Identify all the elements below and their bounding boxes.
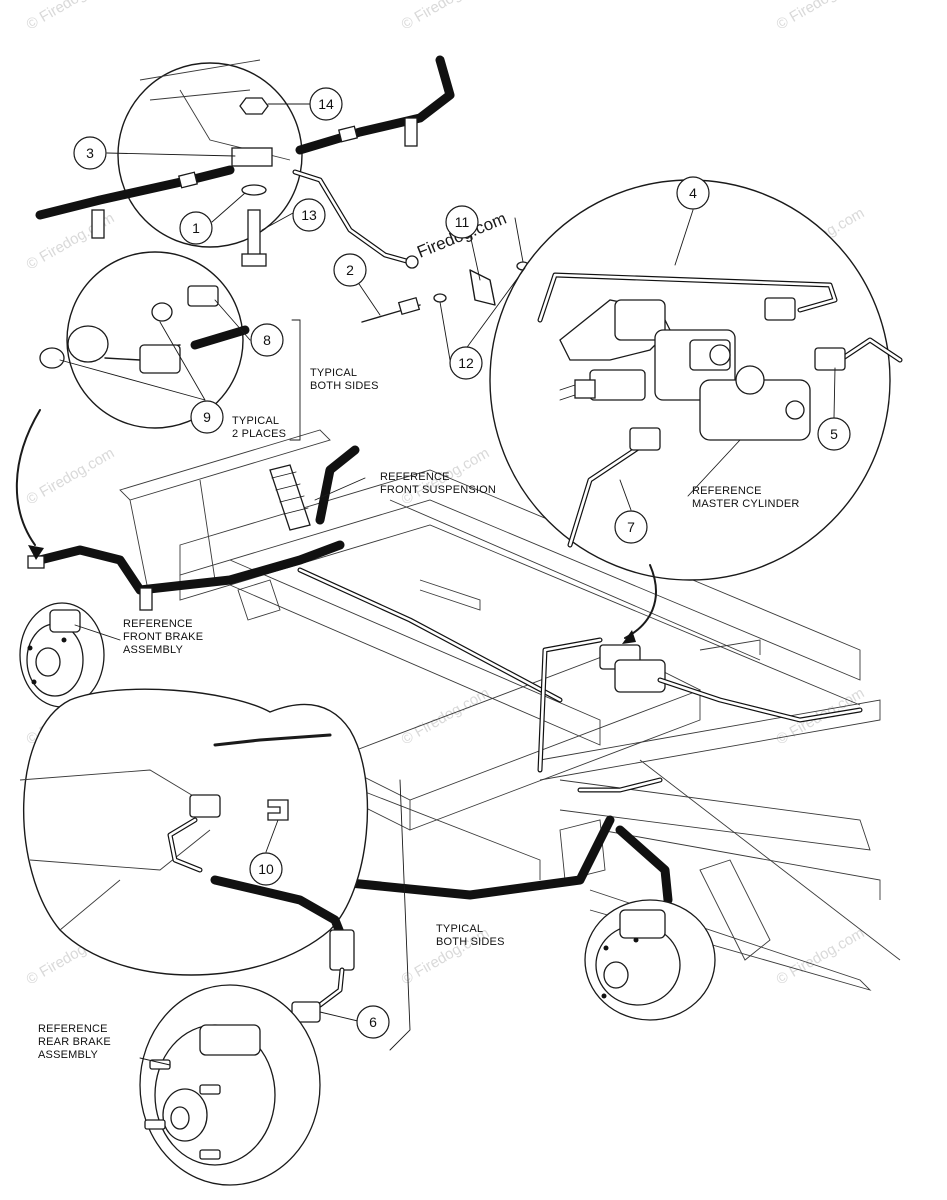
crush-washer (39, 347, 65, 369)
fitting (814, 347, 846, 371)
callout-11: 11 (445, 205, 479, 239)
retaining-clip (267, 799, 289, 821)
fitting (764, 297, 796, 321)
label-typical-both-sides-top: TYPICAL BOTH SIDES (310, 367, 379, 392)
front-brake-assembly (19, 602, 105, 708)
watermark-text: © Firedog.com (24, 0, 118, 33)
callout-4: 4 (676, 176, 710, 210)
detail-circle-master-cylinder (489, 179, 903, 581)
crush-washer (151, 302, 173, 322)
fitting (629, 427, 661, 451)
banjo-bolt (187, 285, 219, 307)
callout-8: 8 (250, 323, 284, 357)
rear-brake-assembly-left (139, 984, 321, 1186)
chassis-frame (119, 429, 901, 991)
callout-group: 1 2 3 4 5 6 7 8 9 10 11 12 13 14 (73, 87, 851, 1039)
callout-number: 1 (192, 220, 200, 236)
nut (239, 97, 269, 115)
callout-7: 7 (614, 510, 648, 544)
callout-number: 9 (203, 409, 211, 425)
fitting (189, 794, 221, 818)
tee-fitting (231, 147, 273, 167)
coil-spring (269, 464, 311, 531)
callout-number: 3 (86, 145, 94, 161)
front-lines (27, 445, 563, 703)
callout-number: 12 (458, 355, 474, 371)
callout-number: 5 (830, 426, 838, 442)
callout-number: 4 (689, 185, 697, 201)
callout-14: 14 (309, 87, 343, 121)
bracket (91, 209, 105, 239)
callout-number: 13 (301, 207, 317, 223)
bracket (404, 117, 418, 147)
callout-number: 11 (455, 214, 470, 230)
label-typical-both-sides-bottom: TYPICAL BOTH SIDES (436, 923, 505, 948)
callout-number: 10 (258, 861, 274, 877)
banjo-fitting (67, 325, 109, 363)
label-typical-2-places: TYPICAL 2 PLACES (232, 415, 286, 440)
callout-10: 10 (249, 852, 283, 886)
chassis-master-cylinder (315, 637, 863, 905)
callout-2: 2 (333, 253, 367, 287)
label-reference-rear-brake: REFERENCE REAR BRAKE ASSEMBLY (38, 1023, 114, 1061)
detail-circle-banjo (39, 251, 250, 429)
watermark-text: © Firedog.com (774, 924, 868, 988)
callout-13: 13 (292, 198, 326, 232)
watermark-text: © Firedog.com (24, 444, 118, 508)
callout-number: 7 (627, 519, 635, 535)
label-reference-master-cylinder: REFERENCE MASTER CYLINDER (692, 485, 800, 510)
callout-3: 3 (73, 136, 107, 170)
text-labels: TYPICAL BOTH SIDES TYPICAL 2 PLACES REFE… (38, 367, 800, 1061)
callout-number: 6 (369, 1014, 377, 1030)
label-reference-front-suspension: REFERENCE FRONT SUSPENSION (380, 471, 496, 496)
arrows (15, 409, 657, 644)
watermark-text: © Firedog.com (774, 0, 868, 33)
leader-lines (59, 103, 836, 1066)
watermark-text: © Firedog.com (399, 0, 493, 33)
label-reference-front-brake: REFERENCE FRONT BRAKE ASSEMBLY (123, 618, 207, 656)
callout-5: 5 (817, 417, 851, 451)
callout-number: 2 (346, 262, 354, 278)
washer (241, 184, 267, 196)
detail-circle-rear-hose (19, 688, 369, 1023)
callout-number: 14 (318, 96, 334, 112)
callout-number: 8 (263, 332, 271, 348)
callout-9: 9 (190, 400, 224, 434)
callout-1: 1 (179, 211, 213, 245)
callout-12: 12 (449, 346, 483, 380)
bolt (247, 209, 261, 257)
callout-6: 6 (356, 1005, 390, 1039)
rear-brake-assembly-right (584, 899, 716, 1021)
